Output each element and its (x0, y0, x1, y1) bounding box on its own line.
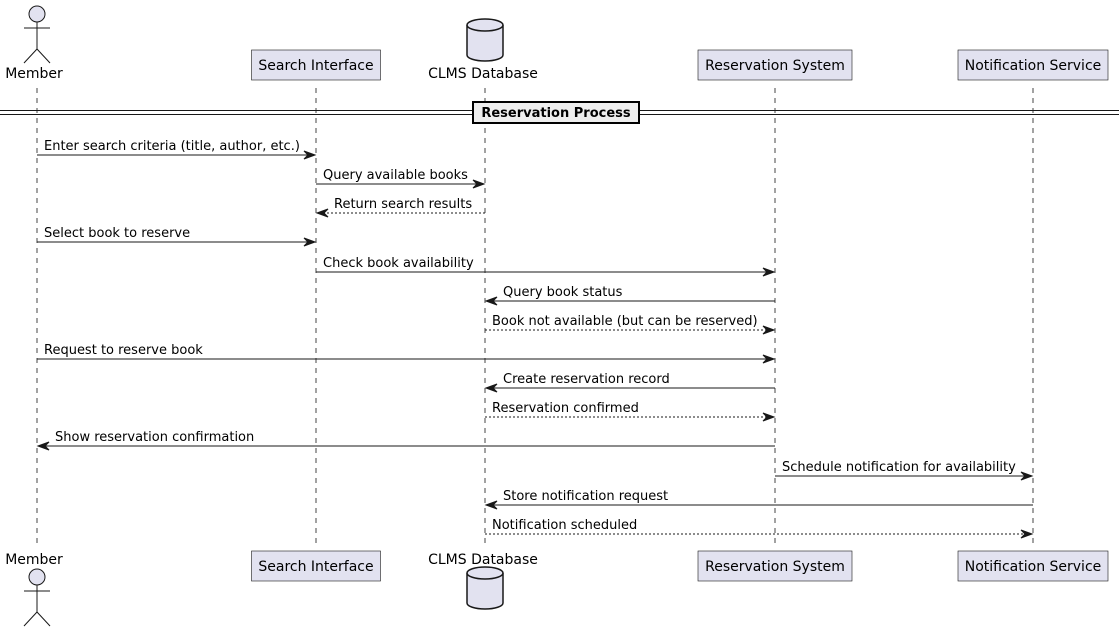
participant-member-bottom: Member (5, 552, 63, 627)
arrowhead (762, 267, 776, 277)
message-label: Request to reserve book (44, 343, 203, 358)
arrowhead (762, 412, 776, 422)
arrowhead (762, 354, 776, 364)
message-7: Book not available (but can be reserved) (485, 314, 776, 335)
divider-box (472, 101, 640, 124)
arrowhead (1020, 529, 1034, 539)
participant-label: Notification Service (965, 559, 1102, 575)
participant-label: Search Interface (258, 559, 373, 575)
message-label: Reservation confirmed (492, 401, 639, 416)
arrowhead (303, 150, 317, 160)
arrowhead (762, 325, 776, 335)
participant-box (697, 49, 853, 81)
participant-search-interface-top: Search Interface (251, 49, 381, 81)
participant-member-top: Member (5, 5, 63, 82)
participants-bottom: Member Search Interface CLMS Database Reser… (5, 550, 1109, 627)
actor-icon (23, 5, 51, 64)
message-label: Schedule notification for availability (782, 460, 1016, 475)
participant-label: Reservation System (705, 559, 845, 575)
participant-box (251, 550, 381, 582)
database-icon (466, 566, 504, 610)
participant-box (697, 550, 853, 582)
participant-search-interface-bottom: Search Interface (251, 550, 381, 582)
arrowhead (484, 500, 498, 510)
message-13: Store notification request (484, 489, 1033, 510)
participant-notification-service-bottom: Notification Service (957, 550, 1109, 582)
message-label: Notification scheduled (492, 518, 637, 533)
message-label: Query available books (323, 168, 468, 183)
actor-icon (23, 568, 51, 627)
message-1: Enter search criteria (title, author, et… (37, 139, 317, 160)
divider-label: Reservation Process (481, 106, 631, 121)
message-9: Create reservation record (484, 372, 775, 393)
message-5: Check book availability (316, 256, 776, 277)
message-label: Check book availability (323, 256, 474, 271)
message-label: Store notification request (503, 489, 668, 504)
participant-label: Search Interface (258, 58, 373, 74)
participant-clms-database-bottom: CLMS Database (428, 552, 538, 610)
arrowhead (303, 237, 317, 247)
participant-reservation-system-bottom: Reservation System (697, 550, 853, 582)
lifelines (36, 88, 1034, 548)
arrowhead (315, 208, 329, 218)
participant-box (957, 49, 1109, 81)
participant-box (251, 49, 381, 81)
arrowhead (472, 179, 486, 189)
message-12: Schedule notification for availability (775, 460, 1034, 481)
participant-label: Member (5, 66, 63, 82)
divider: Reservation Process (0, 101, 1119, 124)
participant-notification-service-top: Notification Service (957, 49, 1109, 81)
message-2: Query available books (316, 168, 486, 189)
message-label: Book not available (but can be reserved) (492, 314, 758, 329)
participant-clms-database-top: CLMS Database (428, 18, 538, 82)
arrowhead (484, 296, 498, 306)
participant-label: Member (5, 552, 63, 568)
message-label: Return search results (334, 197, 472, 212)
participant-label: Notification Service (965, 58, 1102, 74)
arrowhead (484, 383, 498, 393)
message-label: Create reservation record (503, 372, 670, 387)
arrowhead (36, 441, 50, 451)
participant-label: CLMS Database (428, 552, 538, 568)
participant-label: CLMS Database (428, 66, 538, 82)
message-6: Query book status (484, 285, 775, 306)
message-4: Select book to reserve (37, 226, 317, 247)
arrowhead (1020, 471, 1034, 481)
database-icon (466, 18, 504, 62)
participant-label: Reservation System (705, 58, 845, 74)
message-label: Query book status (503, 285, 623, 300)
message-3: Return search results (315, 197, 485, 218)
message-label: Select book to reserve (44, 226, 190, 241)
message-10: Reservation confirmed (485, 401, 776, 422)
message-label: Show reservation confirmation (55, 430, 254, 445)
message-label: Enter search criteria (title, author, et… (44, 139, 300, 154)
message-8: Request to reserve book (37, 343, 776, 364)
participant-box (957, 550, 1109, 582)
messages: Enter search criteria (title, author, et… (36, 139, 1034, 539)
message-14: Notification scheduled (485, 518, 1034, 539)
participant-reservation-system-top: Reservation System (697, 49, 853, 81)
message-11: Show reservation confirmation (36, 430, 775, 451)
